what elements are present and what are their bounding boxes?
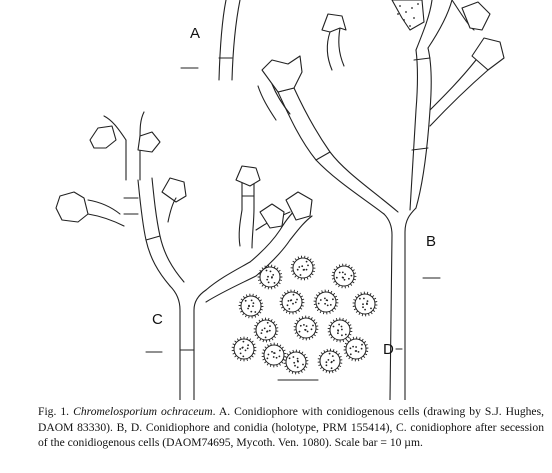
- conidium: [317, 348, 343, 374]
- conidium: [261, 342, 287, 368]
- conidium: [257, 264, 283, 290]
- panel-label-b: B: [426, 233, 436, 250]
- conidium: [283, 349, 309, 375]
- panel-a-drawing: A: [180, 0, 241, 81]
- line-drawing: A: [55, 0, 505, 400]
- conidium: [313, 289, 339, 315]
- figure-caption: Fig. 1. Chromelosporium ochraceum. A. Co…: [38, 404, 544, 451]
- conidium: [238, 293, 264, 319]
- conidium: [279, 289, 305, 315]
- conidium: [293, 315, 319, 341]
- caption-text: . A. Conidiophore with conidiogenous cel…: [38, 405, 544, 449]
- conidium: [253, 317, 279, 343]
- conidium: [343, 336, 369, 362]
- figure-illustration: A: [55, 0, 505, 400]
- caption-species-name: Chromelosporium ochraceum: [73, 405, 213, 418]
- panel-d-conidia: [231, 255, 378, 375]
- panel-b-drawing: B: [257, 0, 505, 400]
- conidium: [290, 255, 316, 281]
- caption-fig-label: Fig. 1.: [38, 405, 70, 418]
- conidium: [331, 263, 357, 289]
- conidium: [352, 291, 378, 317]
- panel-c-drawing: C: [55, 111, 313, 400]
- conidium: [231, 336, 257, 362]
- conidium: [327, 317, 353, 343]
- panel-label-c: C: [152, 311, 163, 328]
- panel-label-d: D: [383, 341, 394, 358]
- panel-label-a: A: [190, 25, 200, 42]
